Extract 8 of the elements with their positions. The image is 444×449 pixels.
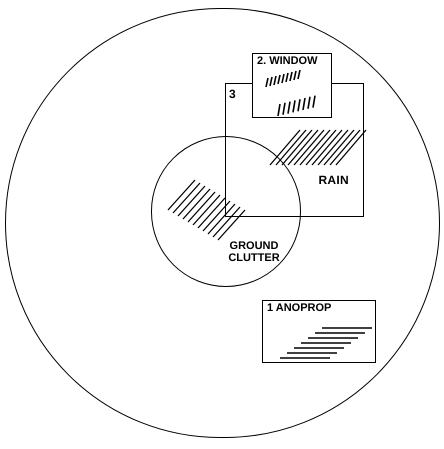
region-box <box>225 83 364 217</box>
region-label: GROUND CLUTTER <box>227 240 281 264</box>
window-box <box>252 53 332 118</box>
region-label: 1 ANOPROP <box>267 303 332 314</box>
region-label: RAIN <box>318 174 349 186</box>
region-label: 2. WINDOW <box>257 56 318 67</box>
anoprop-box <box>262 300 376 363</box>
region-label: 3 <box>229 88 236 100</box>
